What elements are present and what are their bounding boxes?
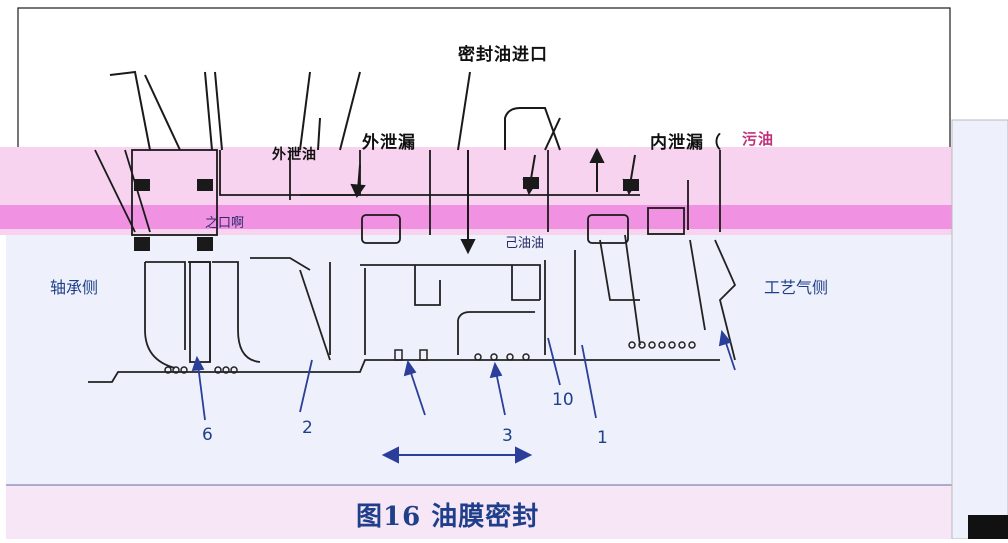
part-number-2: 2 (302, 418, 313, 438)
upper-leader-lines (109, 70, 561, 151)
part-number-10: 10 (552, 390, 574, 410)
magenta-strip (0, 205, 1008, 229)
right-column (951, 119, 1008, 540)
outer-leak-partial-label: 外泄油 (272, 147, 317, 163)
right-corner-block (968, 515, 1008, 539)
flow-arrows-upper (134, 147, 639, 255)
glitch-text-mid: 己油油 (505, 236, 545, 251)
figure-caption: 图16 油膜密封 (356, 502, 540, 532)
outer-leak-label: 外泄漏 (362, 133, 416, 153)
process-gas-side-label: 工艺气侧 (764, 278, 829, 297)
caption-band (6, 485, 952, 539)
part-leader-arrows (191, 329, 736, 421)
seal-oil-inlet-label: 密封油进口 (458, 45, 548, 65)
part-number-1: 1 (597, 428, 608, 448)
inner-leak-label: 内泄漏（ (650, 133, 722, 153)
top-white-area (17, 7, 951, 149)
part-number-6: 6 (202, 425, 213, 445)
movement-arrow (381, 446, 533, 464)
glitch-text-left: 之口啊 (205, 216, 245, 231)
bearing-side-label: 轴承侧 (50, 278, 99, 297)
part-number-3: 3 (502, 426, 513, 446)
inner-leak-tail-label: 污油 (742, 130, 775, 148)
seal-teeth (164, 341, 696, 374)
